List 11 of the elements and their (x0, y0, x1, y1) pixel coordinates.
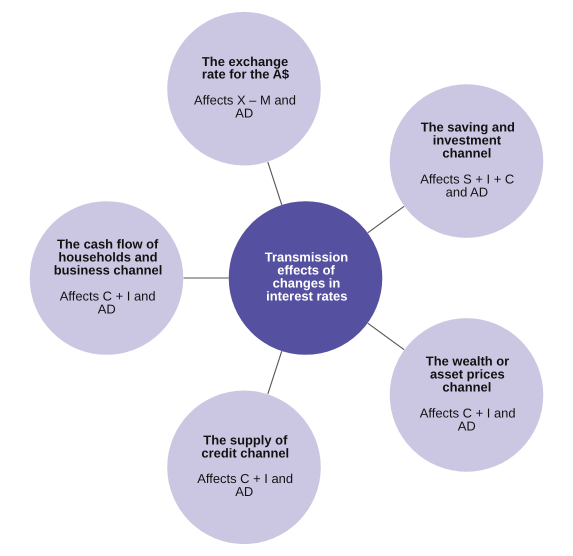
node-circle: The saving and investment channel Affects S + I + C and AD (390, 84, 544, 238)
connector (367, 322, 404, 350)
connector (184, 277, 229, 279)
node-circle: The supply of credit channel Affects C + I and AD (167, 390, 321, 544)
node-circle: Transmission effects of changes in interest rates (228, 201, 382, 355)
connector (267, 351, 282, 394)
node-circle: The cash flow of households and business channel Affects C + I and AD (30, 201, 184, 355)
node-circle: The exchange rate for the A$ Affects X – M and AD (167, 12, 321, 166)
connector (267, 162, 282, 205)
node-circle: The wealth or asset prices channel Affects C + I and AD (390, 318, 544, 472)
connector (367, 206, 404, 234)
